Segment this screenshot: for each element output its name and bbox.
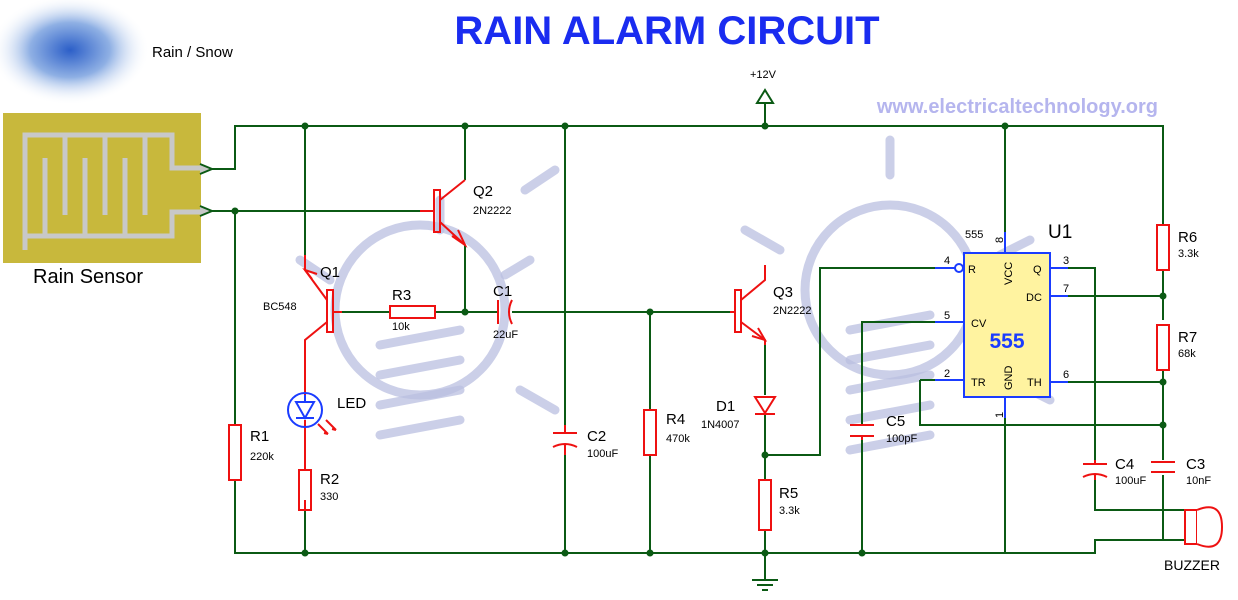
pin-r-label: R [968, 264, 976, 276]
r1-label: R1 [250, 428, 269, 445]
c4-label: C4 [1115, 456, 1134, 473]
buzzer-label: BUZZER [1164, 557, 1220, 573]
q3-label: Q3 [773, 284, 793, 301]
r4-label: R4 [666, 411, 685, 428]
capacitor-c5 [850, 424, 874, 440]
d1-label: D1 [716, 398, 735, 415]
ground-icon [752, 579, 778, 591]
q2-value: 2N2222 [473, 205, 512, 217]
diode-d1 [753, 396, 777, 415]
pin-gnd-label: GND [1003, 366, 1015, 391]
q3-value: 2N2222 [773, 305, 812, 317]
supply-label: +12V [750, 69, 777, 81]
pin-th-label: TH [1027, 377, 1042, 389]
q2-label: Q2 [473, 183, 493, 200]
resistor-r2 [298, 469, 312, 511]
rain-snow-image [0, 0, 150, 105]
wires [212, 100, 1185, 580]
led-label: LED [337, 395, 366, 412]
r7-value: 68k [1178, 348, 1196, 360]
led-icon [287, 392, 337, 435]
r2-value: 330 [320, 491, 338, 503]
capacitor-c1 [497, 299, 513, 325]
resistor-r4 [643, 409, 657, 456]
c5-label: C5 [886, 413, 905, 430]
c2-value: 100uF [587, 448, 618, 460]
transistor-q1 [302, 255, 342, 395]
u1-label: U1 [1048, 222, 1072, 243]
resistor-r1 [228, 424, 242, 481]
junction-dots [231, 122, 1167, 557]
r4-value: 470k [666, 433, 690, 445]
pin-8-number: 8 [994, 237, 1006, 243]
ic-555-u1 [935, 232, 1068, 418]
ic-type-label: 555 [965, 229, 983, 241]
pin-6-number: 6 [1063, 369, 1069, 381]
pin-q-label: Q [1033, 264, 1042, 276]
sensor-label: Rain Sensor [33, 266, 143, 288]
pin-vcc-label: VCC [1003, 262, 1015, 285]
pin-7-number: 7 [1063, 283, 1069, 295]
r5-value: 3.3k [779, 505, 800, 517]
r7-label: R7 [1178, 329, 1197, 346]
resistor-r3 [389, 305, 436, 319]
c2-label: C2 [587, 428, 606, 445]
pin-5-number: 5 [944, 310, 950, 322]
r3-label: R3 [392, 287, 411, 304]
c3-label: C3 [1186, 456, 1205, 473]
r5-label: R5 [779, 485, 798, 502]
c5-value: 100pF [886, 433, 917, 445]
r6-value: 3.3k [1178, 248, 1199, 260]
capacitor-c3 [1151, 461, 1175, 473]
buzzer-icon [1184, 506, 1224, 548]
rain-label: Rain / Snow [152, 44, 233, 61]
transistor-q2 [420, 179, 468, 248]
page-title: RAIN ALARM CIRCUIT [454, 9, 879, 53]
ic-center-label: 555 [989, 330, 1024, 353]
pin-1-number: 1 [994, 412, 1006, 418]
pin-4-number: 4 [944, 255, 950, 267]
c1-value: 22uF [493, 329, 518, 341]
watermark-bulb-icon [295, 165, 560, 440]
resistor-r7 [1156, 324, 1170, 371]
pin-tr-label: TR [971, 377, 986, 389]
capacitor-c4 [1082, 460, 1108, 480]
pin-2-number: 2 [944, 368, 950, 380]
resistor-r6 [1156, 224, 1170, 271]
c3-value: 10nF [1186, 475, 1211, 487]
c1-label: C1 [493, 283, 512, 300]
r2-label: R2 [320, 471, 339, 488]
pin-cv-label: CV [971, 318, 987, 330]
r3-value: 10k [392, 321, 410, 333]
r6-label: R6 [1178, 229, 1197, 246]
resistor-r5 [758, 479, 772, 531]
pin-3-number: 3 [1063, 255, 1069, 267]
pin-dc-label: DC [1026, 292, 1042, 304]
rain-sensor [3, 113, 215, 263]
d1-value: 1N4007 [701, 419, 740, 431]
website-watermark: www.electricaltechnology.org [876, 96, 1158, 118]
capacitor-c2 [552, 425, 578, 455]
r1-value: 220k [250, 451, 274, 463]
c4-value: 100uF [1115, 475, 1146, 487]
q1-value: BC548 [263, 301, 297, 313]
supply-arrow-icon [755, 88, 775, 104]
q1-label: Q1 [320, 264, 340, 281]
transistor-q3 [730, 265, 768, 345]
